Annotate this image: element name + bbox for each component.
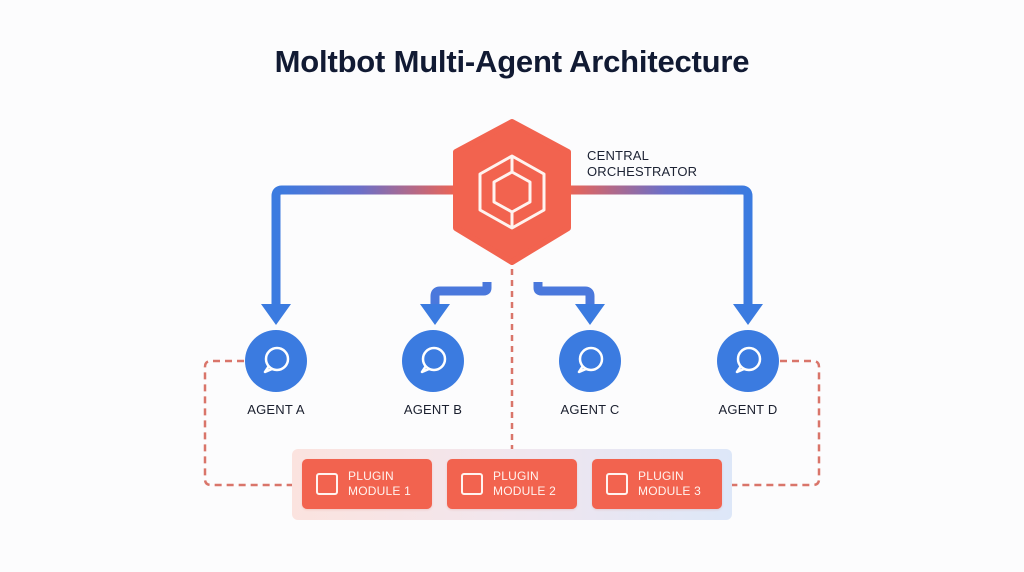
plugin-label-line2: MODULE 2 [493, 484, 556, 498]
flow-arrow-to-agent-a [271, 185, 460, 306]
chat-bubble-icon [263, 346, 290, 374]
orchestrator-hexagon [453, 119, 571, 265]
agent-a-label: AGENT A [247, 402, 305, 417]
square-icon [461, 473, 483, 495]
plugin-module-2-label: PLUGIN MODULE 2 [493, 469, 556, 499]
plugin-module-1[interactable]: PLUGIN MODULE 1 [302, 459, 432, 509]
flow-arrow-to-agent-d [564, 185, 753, 306]
plugin-label-line2: MODULE 1 [348, 484, 411, 498]
orchestrator-label-line1: CENTRAL [587, 148, 650, 163]
agent-c-node[interactable] [559, 330, 621, 392]
flow-arrow-to-agent-c [533, 282, 595, 306]
square-icon [606, 473, 628, 495]
central-orchestrator-node[interactable] [453, 119, 571, 265]
orchestrator-label-line2: ORCHESTRATOR [587, 164, 698, 179]
square-icon [316, 473, 338, 495]
plugin-label-line2: MODULE 3 [638, 484, 701, 498]
flow-arrow-to-agent-b [430, 282, 492, 306]
plugin-module-1-label: PLUGIN MODULE 1 [348, 469, 411, 499]
plugin-container: PLUGIN MODULE 1 PLUGIN MODULE 2 PLUGIN M… [292, 449, 732, 520]
agent-d-node[interactable] [717, 330, 779, 392]
diagram-title: Moltbot Multi-Agent Architecture [274, 44, 750, 79]
chat-bubble-icon [577, 346, 604, 374]
agent-b-label: AGENT B [403, 402, 463, 417]
chat-bubble-icon [420, 346, 447, 374]
agent-a-node[interactable] [245, 330, 307, 392]
dashed-link-agent-a-plugins [203, 359, 292, 487]
arrowhead-agent-a [261, 304, 291, 325]
plugin-label-line1: PLUGIN [348, 469, 394, 483]
agent-c-label: AGENT C [560, 402, 620, 417]
orchestrator-label: CENTRAL ORCHESTRATOR [587, 148, 697, 180]
plugin-label-line1: PLUGIN [638, 469, 684, 483]
agent-d-label: AGENT D [718, 402, 778, 417]
dashed-link-agent-d-plugins [732, 359, 821, 487]
plugin-module-3-label: PLUGIN MODULE 3 [638, 469, 701, 499]
arrowhead-agent-c [575, 304, 605, 325]
plugin-label-line1: PLUGIN [493, 469, 539, 483]
nested-hexagon-icon [478, 154, 546, 230]
chat-bubble-icon [735, 346, 762, 374]
plugin-module-2[interactable]: PLUGIN MODULE 2 [447, 459, 577, 509]
arrowhead-agent-b [420, 304, 450, 325]
plugin-module-3[interactable]: PLUGIN MODULE 3 [592, 459, 722, 509]
arrowhead-agent-d [733, 304, 763, 325]
agent-b-node[interactable] [402, 330, 464, 392]
